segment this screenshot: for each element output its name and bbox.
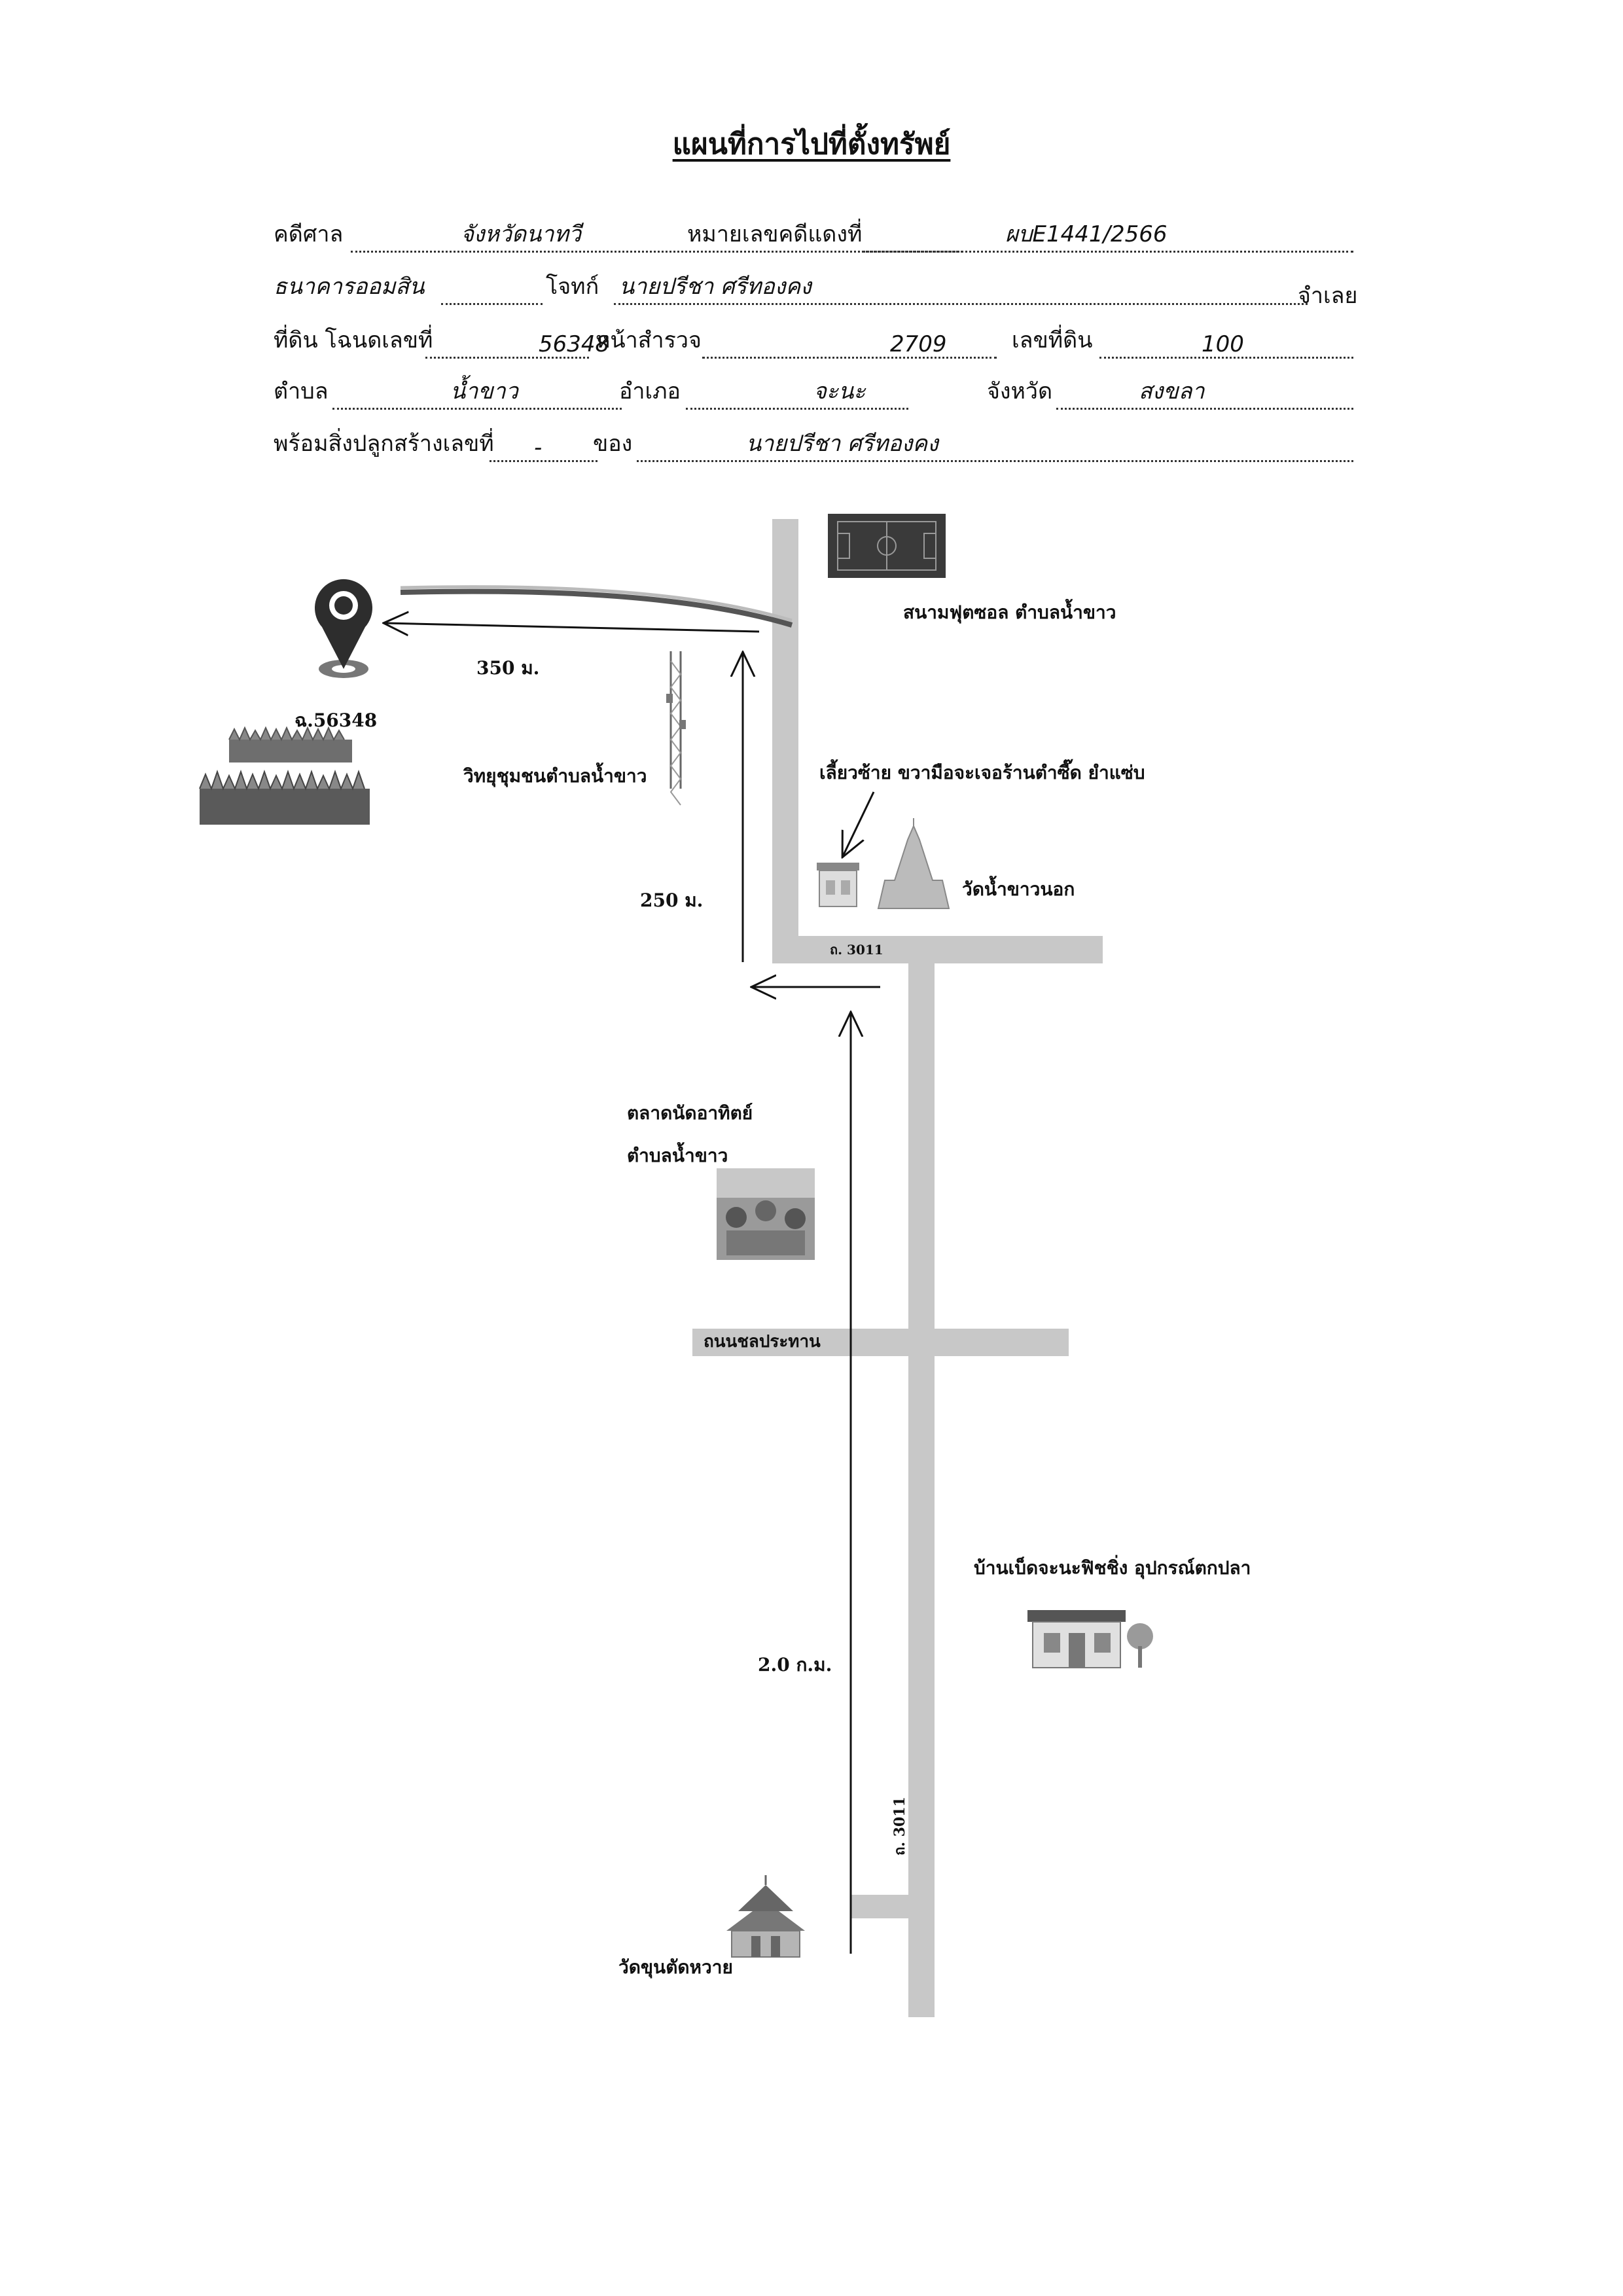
road-3011-side-label: ถ. 3011 — [891, 1797, 908, 1856]
province-label: จังหวัด — [987, 378, 1053, 404]
market-label-line1: ตลาดนัดอาทิตย์ — [627, 1102, 753, 1124]
canal-road-label: ถนนชลประทาน — [704, 1332, 821, 1352]
location-pin-icon — [315, 579, 372, 678]
radio-station-label: วิทยุชุมชนตำบลน้ำขาว — [463, 762, 647, 787]
vertical-road-upper — [772, 519, 798, 944]
road-3011-horizontal — [772, 936, 1103, 963]
thai-temple-icon — [726, 1875, 805, 1958]
market-photo-icon — [717, 1168, 815, 1260]
court-label: คดีศาล — [274, 221, 344, 247]
distance-250-label: 250 ม. — [640, 889, 703, 911]
case-no-value: ผบE1441/2566 — [1005, 221, 1168, 247]
plaintiff-suffix-label: โจทก์ — [546, 274, 599, 300]
market-label-line2: ตำบลน้ำขาว — [627, 1141, 728, 1166]
form-line-building: พร้อมสิ่งปลูกสร้างเลขที่ - ของ นายปรีชา … — [274, 425, 1353, 465]
curved-road — [400, 588, 793, 628]
survey-label: หน้าสำรวจ — [596, 327, 702, 353]
deed-marker-label: ฉ.56348 — [294, 709, 377, 731]
survey-value: 2709 — [890, 331, 947, 357]
page-title: แผนที่การไปที่ตั้งทรัพย์ — [672, 128, 951, 161]
deed-label: ที่ดิน โฉนดเลขที่ — [274, 327, 433, 353]
owner-label: ของ — [593, 431, 633, 457]
distance-2km-label: 2.0 ก.ม. — [758, 1654, 832, 1676]
form-line-court: คดีศาล จังหวัดนาทวี หมายเลขคดีแดงที่ ผบE… — [274, 216, 1353, 255]
temple-icon — [877, 818, 950, 909]
plaintiff-value: ธนาคารออมสิน — [274, 274, 425, 300]
grass-field-icon — [199, 726, 370, 825]
case-no-label: หมายเลขคดีแดงที่ — [687, 221, 863, 247]
canal-road — [692, 1329, 1069, 1356]
shop-icon — [817, 863, 859, 907]
form-line-deed: ที่ดิน โฉนดเลขที่ 56348 หน้าสำรวจ 2709 เ… — [274, 322, 1353, 361]
deed-value: 56348 — [539, 331, 610, 357]
futsal-field-label: สนามฟุตซอล ตำบลน้ำขาว — [903, 598, 1116, 624]
arrow-to-shop — [843, 791, 875, 856]
building-label: พร้อมสิ่งปลูกสร้างเลขที่ — [274, 431, 494, 457]
subdistrict-label: ตำบล — [274, 378, 329, 404]
land-no-value: 100 — [1202, 331, 1244, 357]
subdistrict-value: น้ำขาว — [450, 378, 518, 404]
turn-note-label: เลี้ยวซ้าย ขวามือจะเจอร้านตำซี๊ด ยำแซ่บ — [819, 759, 1145, 783]
distance-350-label: 350 ม. — [476, 657, 539, 679]
district-value: จะนะ — [813, 378, 866, 404]
building-value: - — [534, 435, 543, 461]
road-3011-top-label: ถ. 3011 — [830, 942, 883, 958]
form-line-location: ตำบล น้ำขาว อำเภอ จะนะ จังหวัด สงขลา — [274, 373, 1353, 412]
road-3011-vertical — [908, 962, 935, 2017]
defendant-value: นายปรีชา ศรีทองคง — [619, 274, 812, 300]
defendant-suffix: จำเลย — [1298, 283, 1358, 309]
radio-tower-icon — [666, 651, 686, 806]
form-line-parties: ธนาคารออมสิน โจทก์ นายปรีชา ศรีทองคง จำเ… — [274, 268, 1357, 309]
province-value: สงขลา — [1139, 378, 1205, 404]
temple-khun-label: วัดขุนตัดหวาย — [618, 1956, 733, 1979]
land-no-label: เลขที่ดิน — [1012, 327, 1093, 353]
district-label: อำเภอ — [619, 378, 681, 404]
court-value: จังหวัดนาทวี — [461, 221, 581, 247]
fishing-shop-label: บ้านเบ็ดจะนะฟิชชิ่ง อุปกรณ์ตกปลา — [974, 1554, 1251, 1579]
store-icon — [1027, 1610, 1153, 1668]
owner-value: นายปรีชา ศรีทองคง — [746, 431, 938, 457]
temple-spur-road — [851, 1895, 911, 1918]
arrow-west-350 — [385, 623, 760, 632]
temple-nok-label: วัดน้ำขาวนอก — [962, 875, 1075, 900]
futsal-field-icon — [828, 514, 946, 578]
